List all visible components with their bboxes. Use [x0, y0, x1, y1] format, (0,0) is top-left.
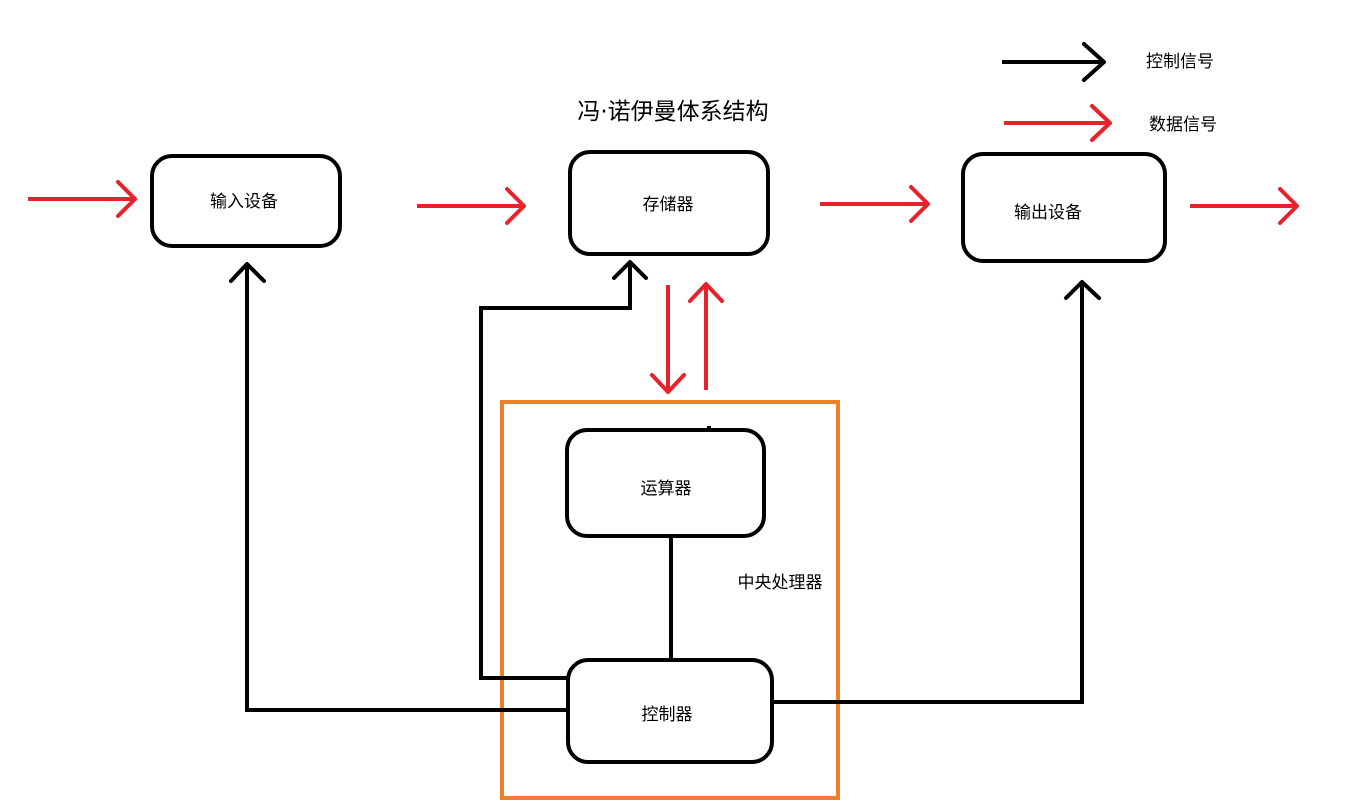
node-output-device: 输出设备	[961, 152, 1167, 263]
legend-data-label: 数据信号	[1149, 115, 1217, 135]
control-line-to-input	[245, 264, 568, 712]
node-memory-label: 存储器	[643, 195, 694, 215]
node-alu-label: 运算器	[641, 479, 692, 499]
diagram-title: 冯·诺伊曼体系结构	[577, 99, 768, 125]
data-arrowhead-memory-to-output	[909, 185, 930, 223]
node-controller-label: 控制器	[642, 705, 693, 725]
control-line-to-memory	[479, 262, 632, 680]
node-memory: 存储器	[568, 150, 770, 256]
node-alu: 运算器	[565, 428, 766, 538]
data-lines	[28, 180, 1299, 394]
data-arrowhead-memory-to-cpu	[650, 373, 686, 394]
data-arrowhead-input-to-memory	[505, 187, 526, 225]
node-input-device: 输入设备	[150, 154, 342, 248]
control-arrowhead-output	[1064, 280, 1101, 300]
data-arrowhead-out-of-output	[1278, 187, 1299, 225]
data-arrowhead-into-input	[116, 180, 137, 218]
legend-control-label: 控制信号	[1146, 52, 1214, 72]
data-arrowhead-cpu-to-memory	[688, 282, 724, 303]
node-input-device-label: 输入设备	[210, 192, 278, 212]
legend: 控制信号 数据信号	[1002, 42, 1217, 142]
control-arrowhead-memory	[612, 260, 648, 280]
cpu-group-border	[500, 400, 840, 800]
control-line-to-output	[772, 282, 1084, 704]
node-output-device-label: 输出设备	[1014, 203, 1082, 223]
legend-data-arrow	[1004, 104, 1112, 142]
node-controller: 控制器	[566, 658, 774, 764]
cpu-group-label: 中央处理器	[738, 573, 823, 593]
legend-control-arrow	[1002, 42, 1106, 82]
control-arrowhead-input	[229, 262, 266, 283]
